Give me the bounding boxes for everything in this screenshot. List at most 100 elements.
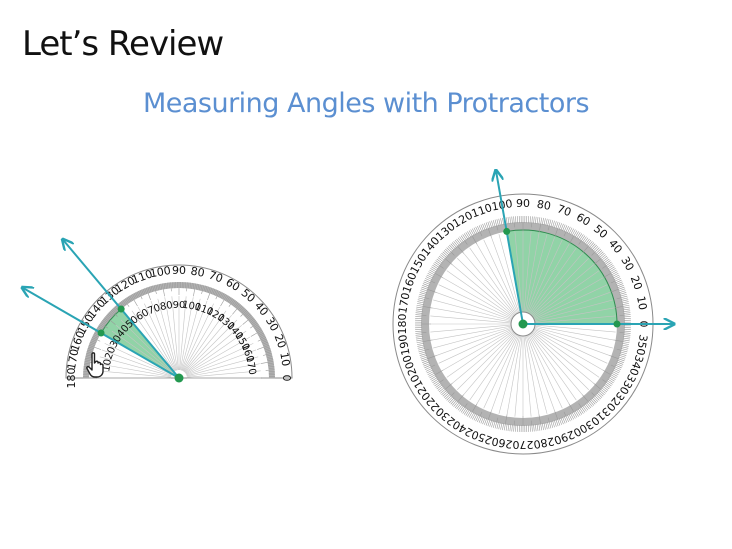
- tick-mark: [576, 232, 581, 239]
- tick-mark: [120, 301, 126, 307]
- tick-mark: [425, 368, 433, 372]
- guide-line: [534, 299, 613, 322]
- tick-mark: [447, 246, 454, 252]
- tick-mark: [589, 400, 595, 406]
- tick-mark: [533, 216, 535, 224]
- tick-mark: [438, 255, 445, 261]
- inner-scale-label: 20: [104, 345, 119, 361]
- guide-line: [534, 325, 615, 341]
- outer-scale-label: 30: [263, 315, 281, 334]
- guide-line: [179, 296, 187, 371]
- tick-mark: [545, 422, 548, 430]
- guide-line: [462, 332, 516, 396]
- tick-mark: [599, 252, 605, 258]
- tick-mark: [262, 341, 269, 345]
- tick-mark: [613, 304, 630, 309]
- outer-scale-label: 80: [190, 265, 206, 280]
- guide-line: [186, 349, 257, 376]
- tick-mark: [494, 219, 499, 231]
- tick-mark: [129, 295, 133, 302]
- guide-line: [514, 231, 523, 313]
- outer-scale-label: 60: [223, 276, 242, 294]
- tick-mark: [618, 354, 626, 358]
- guide-line: [131, 310, 175, 372]
- tick-mark: [579, 234, 584, 241]
- tick-mark: [595, 248, 601, 255]
- tick-mark: [429, 369, 444, 379]
- tick-mark: [424, 364, 436, 370]
- tick-mark: [165, 282, 167, 289]
- tick-mark: [420, 288, 428, 292]
- tick-mark: [208, 287, 211, 294]
- tick-mark: [562, 416, 566, 424]
- tick-mark: [433, 263, 440, 268]
- tick-mark: [421, 355, 437, 362]
- tick-mark: [93, 334, 99, 338]
- guide-line: [533, 284, 608, 320]
- tick-mark: [547, 219, 552, 231]
- tick-mark: [91, 338, 97, 342]
- tick-mark: [480, 224, 484, 232]
- guide-line: [182, 303, 214, 371]
- tick-mark: [570, 228, 574, 235]
- tick-mark: [552, 420, 555, 428]
- guide-line: [186, 356, 259, 377]
- tick-mark: [496, 219, 499, 227]
- tick-mark: [538, 414, 543, 431]
- tick-mark: [112, 308, 117, 314]
- tick-mark: [415, 332, 427, 334]
- tick-mark: [586, 239, 592, 246]
- tick-mark: [608, 266, 615, 271]
- tick-mark: [424, 279, 431, 284]
- tick-mark: [451, 400, 457, 406]
- tick-mark: [622, 308, 630, 311]
- tick-mark: [101, 321, 107, 326]
- tick-mark: [509, 424, 511, 432]
- guide-line: [435, 327, 512, 357]
- tick-mark: [463, 233, 469, 240]
- guide-line: [534, 291, 611, 321]
- tick-mark: [622, 337, 630, 340]
- tick-mark: [418, 297, 426, 300]
- tick-mark: [500, 422, 503, 430]
- tick-mark: [266, 354, 273, 357]
- tick-mark: [432, 264, 439, 270]
- tick-mark: [207, 287, 213, 301]
- tick-mark: [257, 337, 267, 342]
- tick-mark: [459, 405, 464, 412]
- tick-mark: [446, 247, 455, 256]
- tick-mark: [616, 283, 624, 287]
- tick-mark: [259, 334, 265, 338]
- tick-mark: [104, 317, 110, 322]
- tick-mark: [468, 230, 478, 245]
- tick-mark: [491, 420, 494, 428]
- tick-mark: [200, 284, 203, 291]
- tick-mark: [417, 346, 425, 349]
- tick-mark: [538, 217, 543, 234]
- tick-mark: [113, 307, 118, 313]
- tick-mark: [460, 235, 468, 245]
- tick-mark: [240, 309, 248, 317]
- guide-line: [137, 306, 176, 372]
- tick-mark: [170, 282, 172, 292]
- tick-mark: [619, 314, 631, 316]
- tick-mark: [220, 294, 228, 307]
- tick-mark: [574, 231, 579, 238]
- guide-line: [530, 252, 584, 316]
- tick-mark: [160, 283, 163, 290]
- tick-mark: [502, 217, 505, 225]
- tick-mark: [440, 382, 453, 394]
- outer-scale-label: 20: [272, 332, 289, 350]
- tick-mark: [416, 306, 424, 309]
- guide-line: [533, 329, 604, 371]
- tick-mark: [568, 413, 573, 421]
- tick-mark: [602, 261, 612, 269]
- guide-line: [528, 243, 570, 314]
- guide-line: [490, 236, 520, 313]
- guide-line: [476, 334, 518, 405]
- guide-line: [181, 300, 208, 371]
- tick-mark: [422, 361, 430, 365]
- scale-label: 190: [396, 333, 412, 356]
- tick-mark: [419, 293, 426, 297]
- tick-mark: [462, 234, 467, 241]
